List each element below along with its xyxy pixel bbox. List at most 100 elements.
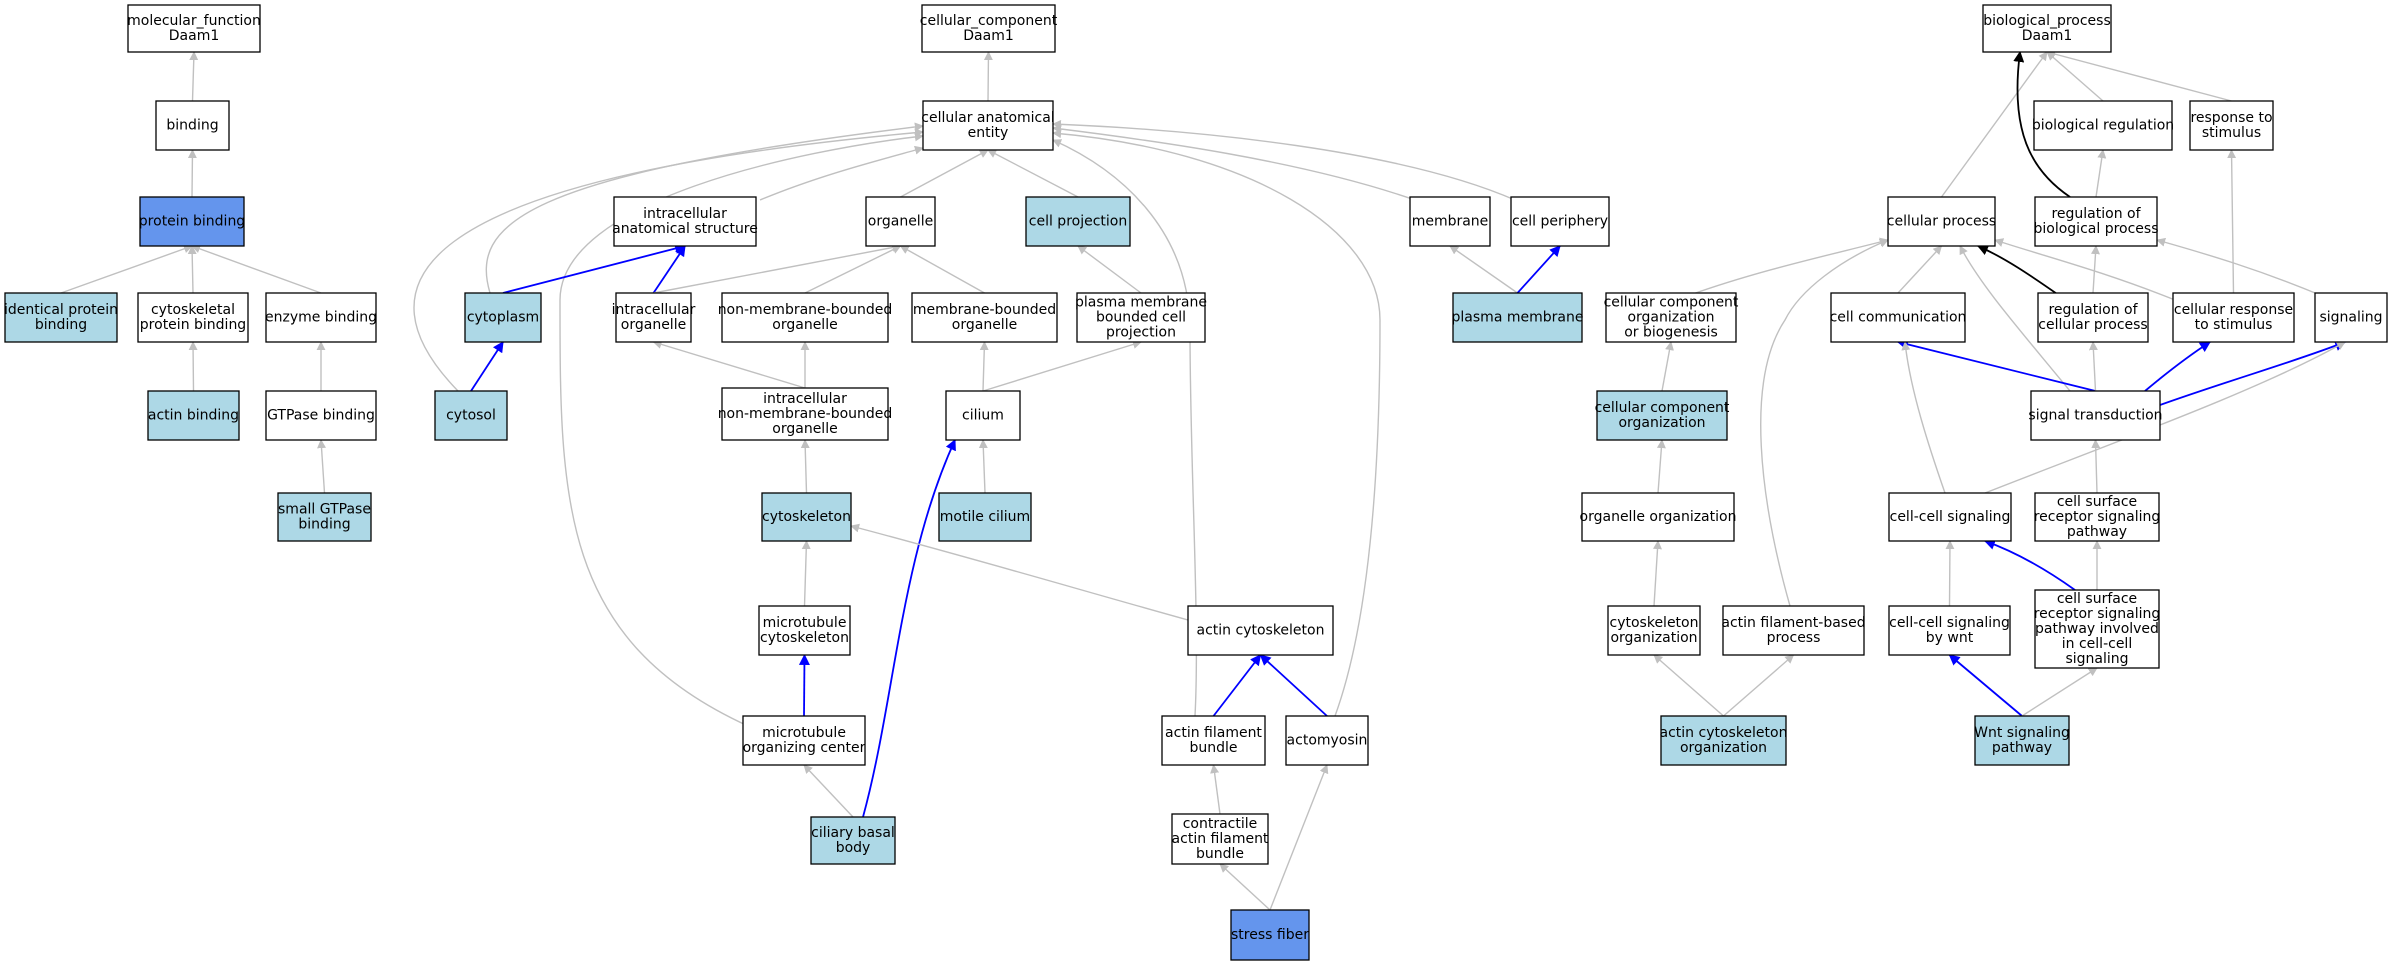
node-cell-communication[interactable]: cell communication: [1830, 292, 1967, 343]
edge-microtubule-organizing-center-to-cellular-anatomical-entity: [559, 132, 924, 727]
node-label: identical protein: [4, 302, 118, 318]
node-label: cell communication: [1830, 310, 1967, 326]
node-label: actin filament: [1165, 725, 1262, 741]
node-box: [2172, 292, 2295, 343]
edge-cellular-response-to-stimulus-to-cellular-process: [1994, 238, 2176, 301]
node-label: actin binding: [148, 408, 239, 424]
node-label: cellular component: [1604, 295, 1739, 311]
node-gtpase-binding[interactable]: GTPase binding: [265, 390, 377, 441]
node-box: [139, 196, 245, 247]
node-label: membrane-bounded: [913, 302, 1056, 318]
edge-intracellular-anatomical-structure-to-cellular-anatomical-entity: [759, 145, 924, 201]
node-label: plasma membrane: [1452, 310, 1584, 326]
node-signaling[interactable]: signaling: [2314, 292, 2388, 343]
node-box: [155, 100, 230, 151]
node-label: organization: [1627, 310, 1714, 326]
edge-membrane-bounded-organelle-to-organelle: [899, 245, 985, 294]
node-membrane[interactable]: membrane: [1409, 196, 1491, 247]
node-actomyosin[interactable]: actomyosin: [1285, 715, 1369, 766]
node-box: [1230, 909, 1310, 961]
node-binding[interactable]: binding: [155, 100, 230, 151]
node-actin-cytoskeleton[interactable]: actin cytoskeleton: [1187, 605, 1334, 656]
node-plasma-membrane[interactable]: plasma membrane: [1452, 292, 1584, 343]
node-label: cell surface: [2057, 591, 2137, 607]
node-label: signal transduction: [2028, 408, 2162, 424]
edge-cellular-anatomical-entity-to-cc-root: [983, 51, 993, 102]
node-cytoskeleton[interactable]: cytoskeleton: [761, 492, 852, 542]
edge-plasma-membrane-to-cell-periphery: [1516, 245, 1561, 294]
node-box: [1076, 292, 1206, 343]
edge-signal-transduction-to-signaling: [2159, 340, 2347, 406]
node-label: entity: [968, 125, 1009, 141]
node-cytosol[interactable]: cytosol: [434, 390, 508, 441]
edge-contractile-actin-filament-bundle-to-actin-filament-bundle: [1210, 764, 1221, 815]
node-label: intracellular: [612, 302, 696, 318]
edge-cytoplasm-to-intracellular-anatomical-structure: [502, 243, 687, 294]
edge-cell-surface-receptor-signaling-pathway-cell-cell-to-cell-cell-signaling: [1983, 539, 2076, 591]
node-biological-regulation[interactable]: biological regulation: [2032, 100, 2174, 151]
node-box: [1596, 390, 1728, 441]
node-cell-projection[interactable]: cell projection: [1025, 196, 1131, 247]
node-enzyme-binding[interactable]: enzyme binding: [265, 292, 377, 343]
node-organelle[interactable]: organelle: [865, 196, 936, 247]
node-label: cilium: [962, 408, 1004, 424]
edge-cellular-component-organization-or-biogenesis-to-cellular-process: [1689, 237, 1889, 296]
node-cell-periphery[interactable]: cell periphery: [1510, 196, 1610, 247]
node-box: [1025, 196, 1131, 247]
edge-cytosol-to-cellular-anatomical-entity: [413, 128, 924, 392]
node-organelle-organization[interactable]: organelle organization: [1580, 492, 1737, 542]
node-stress-fiber[interactable]: stress fiber: [1230, 909, 1310, 961]
edge-signal-transduction-to-cellular-process: [1959, 245, 2071, 392]
node-intracellular-non-membrane-bounded-organelle[interactable]: intracellularnon-membrane-boundedorganel…: [718, 387, 893, 441]
node-cell-cell-signaling[interactable]: cell-cell signaling: [1888, 492, 2012, 542]
node-cilium[interactable]: cilium: [945, 390, 1021, 441]
node-actin-binding[interactable]: actin binding: [147, 390, 240, 441]
node-motile-cilium[interactable]: motile cilium: [938, 492, 1032, 542]
node-box: [865, 196, 936, 247]
node-box: [1510, 196, 1610, 247]
node-cytoplasm[interactable]: cytoplasm: [464, 292, 542, 343]
node-box: [2034, 196, 2158, 247]
node-label: organization: [1680, 740, 1767, 756]
node-signal-transduction[interactable]: signal transduction: [2028, 390, 2163, 441]
edge-plasma-membrane-bounded-cell-projection-to-cell-projection: [1077, 245, 1142, 294]
node-box: [1888, 605, 2011, 656]
node-box: [1409, 196, 1491, 247]
node-box: [1187, 605, 1334, 656]
node-label: projection: [1106, 325, 1176, 341]
node-protein-binding[interactable]: protein binding: [139, 196, 245, 247]
node-cellular-process[interactable]: cellular process: [1887, 196, 1996, 247]
edge-enzyme-binding-to-protein-binding: [191, 244, 322, 294]
